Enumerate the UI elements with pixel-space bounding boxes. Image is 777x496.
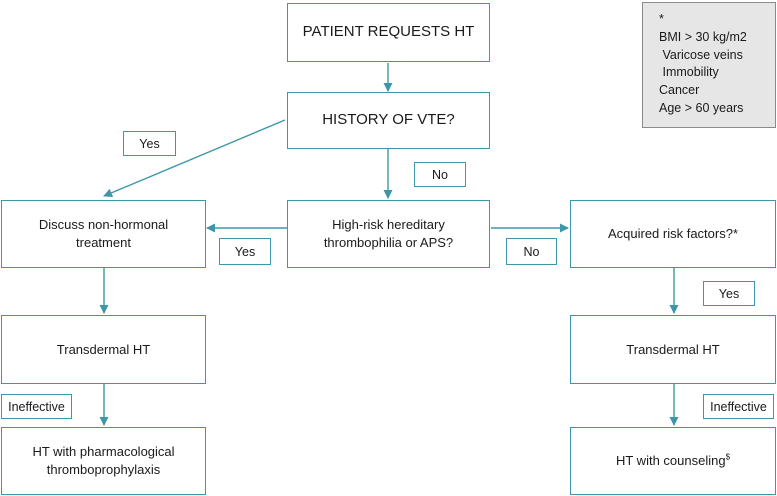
node-history-vte-text: HISTORY OF VTE? xyxy=(322,111,455,129)
node-transdermal-left: Transdermal HT xyxy=(1,315,206,384)
node-discuss: Discuss non-hormonal treatment xyxy=(1,200,206,268)
node-counseling: HT with counseling$ xyxy=(570,427,776,495)
note-line-bmi: BMI > 30 kg/m2 xyxy=(659,29,747,44)
node-acquired: Acquired risk factors?* xyxy=(570,200,776,268)
node-patient-requests: PATIENT REQUESTS HT xyxy=(287,3,490,62)
node-counseling-wrap: HT with counseling$ xyxy=(616,452,730,470)
label-vte-no: No xyxy=(414,162,466,187)
node-thrombophilia-text: High-risk hereditary thrombophilia or AP… xyxy=(323,217,454,250)
note-asterisk: * xyxy=(659,12,664,26)
node-transdermal-right: Transdermal HT xyxy=(570,315,776,384)
node-pharmaco: HT with pharmacological thromboprophylax… xyxy=(1,427,206,495)
note-line-cancer: Cancer xyxy=(659,83,700,97)
node-transdermal-left-text: Transdermal HT xyxy=(56,341,151,357)
label-thrombo-yes: Yes xyxy=(219,238,271,265)
node-pharmaco-text: HT with pharmacological thromboprophylax… xyxy=(32,444,175,477)
node-thrombophilia: High-risk hereditary thrombophilia or AP… xyxy=(287,200,490,268)
arrow-vte-to-discuss xyxy=(103,119,286,198)
node-discuss-text: Discuss non-hormonal treatment xyxy=(38,217,169,250)
node-history-vte: HISTORY OF VTE? xyxy=(287,92,490,149)
node-acquired-text: Acquired risk factors?* xyxy=(607,226,739,242)
node-transdermal-right-text: Transdermal HT xyxy=(626,341,720,357)
label-right-ineffective: Ineffective xyxy=(703,394,774,419)
label-acquired-yes: Yes xyxy=(703,281,755,306)
label-vte-yes: Yes xyxy=(123,131,176,156)
note-line-varicose: Varicose veins xyxy=(659,47,743,62)
label-left-ineffective: Ineffective xyxy=(1,394,72,419)
note-line-age: Age > 60 years xyxy=(659,100,744,115)
node-counseling-superscript: $ xyxy=(725,452,731,462)
node-counseling-text: HT with counseling xyxy=(615,453,726,469)
node-patient-requests-text: PATIENT REQUESTS HT xyxy=(302,23,475,41)
label-thrombo-no: No xyxy=(506,238,557,265)
risk-factor-note: * BMI > 30 kg/m2 Varicose veins Immobili… xyxy=(642,2,776,128)
note-line-immobility: Immobility xyxy=(659,65,719,80)
